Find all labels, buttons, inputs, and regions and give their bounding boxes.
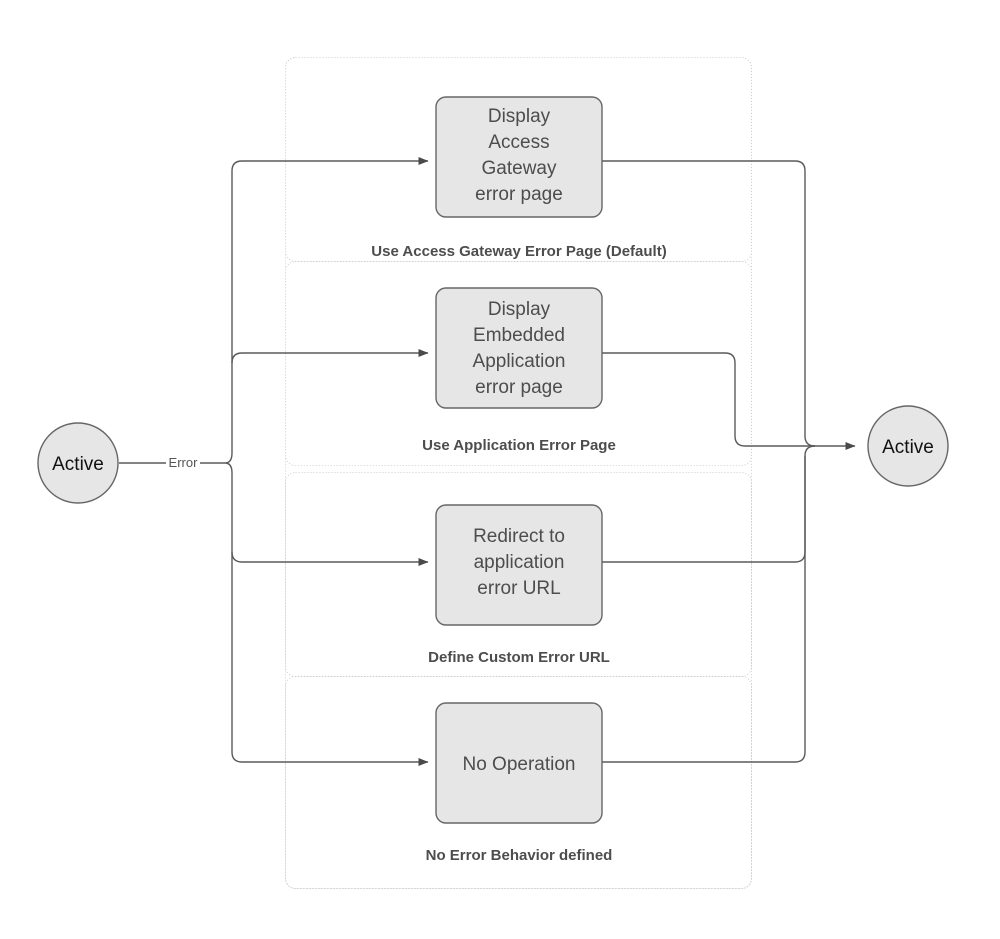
node-1-label-line-1: Display [488, 106, 551, 127]
edge-bus-to-node-3 [231, 551, 429, 566]
node-1-label-line-3: Gateway [482, 158, 557, 179]
end-state-active[interactable] [867, 405, 949, 487]
end-state-label: Active [882, 437, 934, 458]
lane-container-3 [285, 472, 752, 677]
lane-title-3: Define Custom Error URL [428, 649, 610, 666]
node-2-label-line-2: Embedded [473, 325, 565, 346]
edge-bus-to-node-4 [231, 751, 429, 766]
lane-title-4: No Error Behavior defined [426, 847, 613, 864]
node-no-operation[interactable] [435, 702, 603, 824]
edge-bus-merge-bottom [804, 445, 816, 457]
node-display-access-gateway-error-page[interactable] [435, 96, 603, 218]
node-3-label-line-3: error URL [477, 578, 560, 599]
node-2-label-line-3: Application [473, 351, 566, 372]
node-redirect-to-application-error-url[interactable] [435, 504, 603, 626]
edge-bus-to-node-2 [231, 349, 429, 364]
node-1-label-line-4: error page [475, 184, 563, 205]
node-3-label-line-2: application [474, 552, 565, 573]
edge-node-3-to-bus [602, 456, 806, 563]
node-3-label-line-1: Redirect to [473, 526, 565, 547]
node-2-label-line-1: Display [488, 299, 551, 320]
lane-container-4 [285, 676, 752, 889]
node-display-embedded-application-error-page[interactable] [435, 287, 603, 409]
lane-title-1: Use Access Gateway Error Page (Default) [371, 243, 666, 260]
edge-node-4-to-bus [602, 456, 806, 763]
start-state-active[interactable] [37, 422, 119, 504]
edge-label-error: Error [169, 455, 199, 470]
node-2-label-line-4: error page [475, 377, 563, 398]
edge-node-1-to-bus [602, 160, 806, 436]
lane-container-1 [285, 57, 752, 262]
edge-node-2-to-end [602, 352, 856, 450]
edge-bus-to-node-1 [231, 157, 429, 172]
start-state-label: Active [52, 454, 104, 475]
edge-left-bus [224, 171, 233, 752]
edge-label-background [166, 454, 200, 472]
node-1-label-line-2: Access [488, 132, 549, 153]
edge-bus-merge-top [804, 435, 816, 447]
lane-title-2: Use Application Error Page [422, 437, 616, 454]
lane-container-2 [285, 261, 752, 466]
node-4-label-line-1: No Operation [462, 754, 575, 775]
